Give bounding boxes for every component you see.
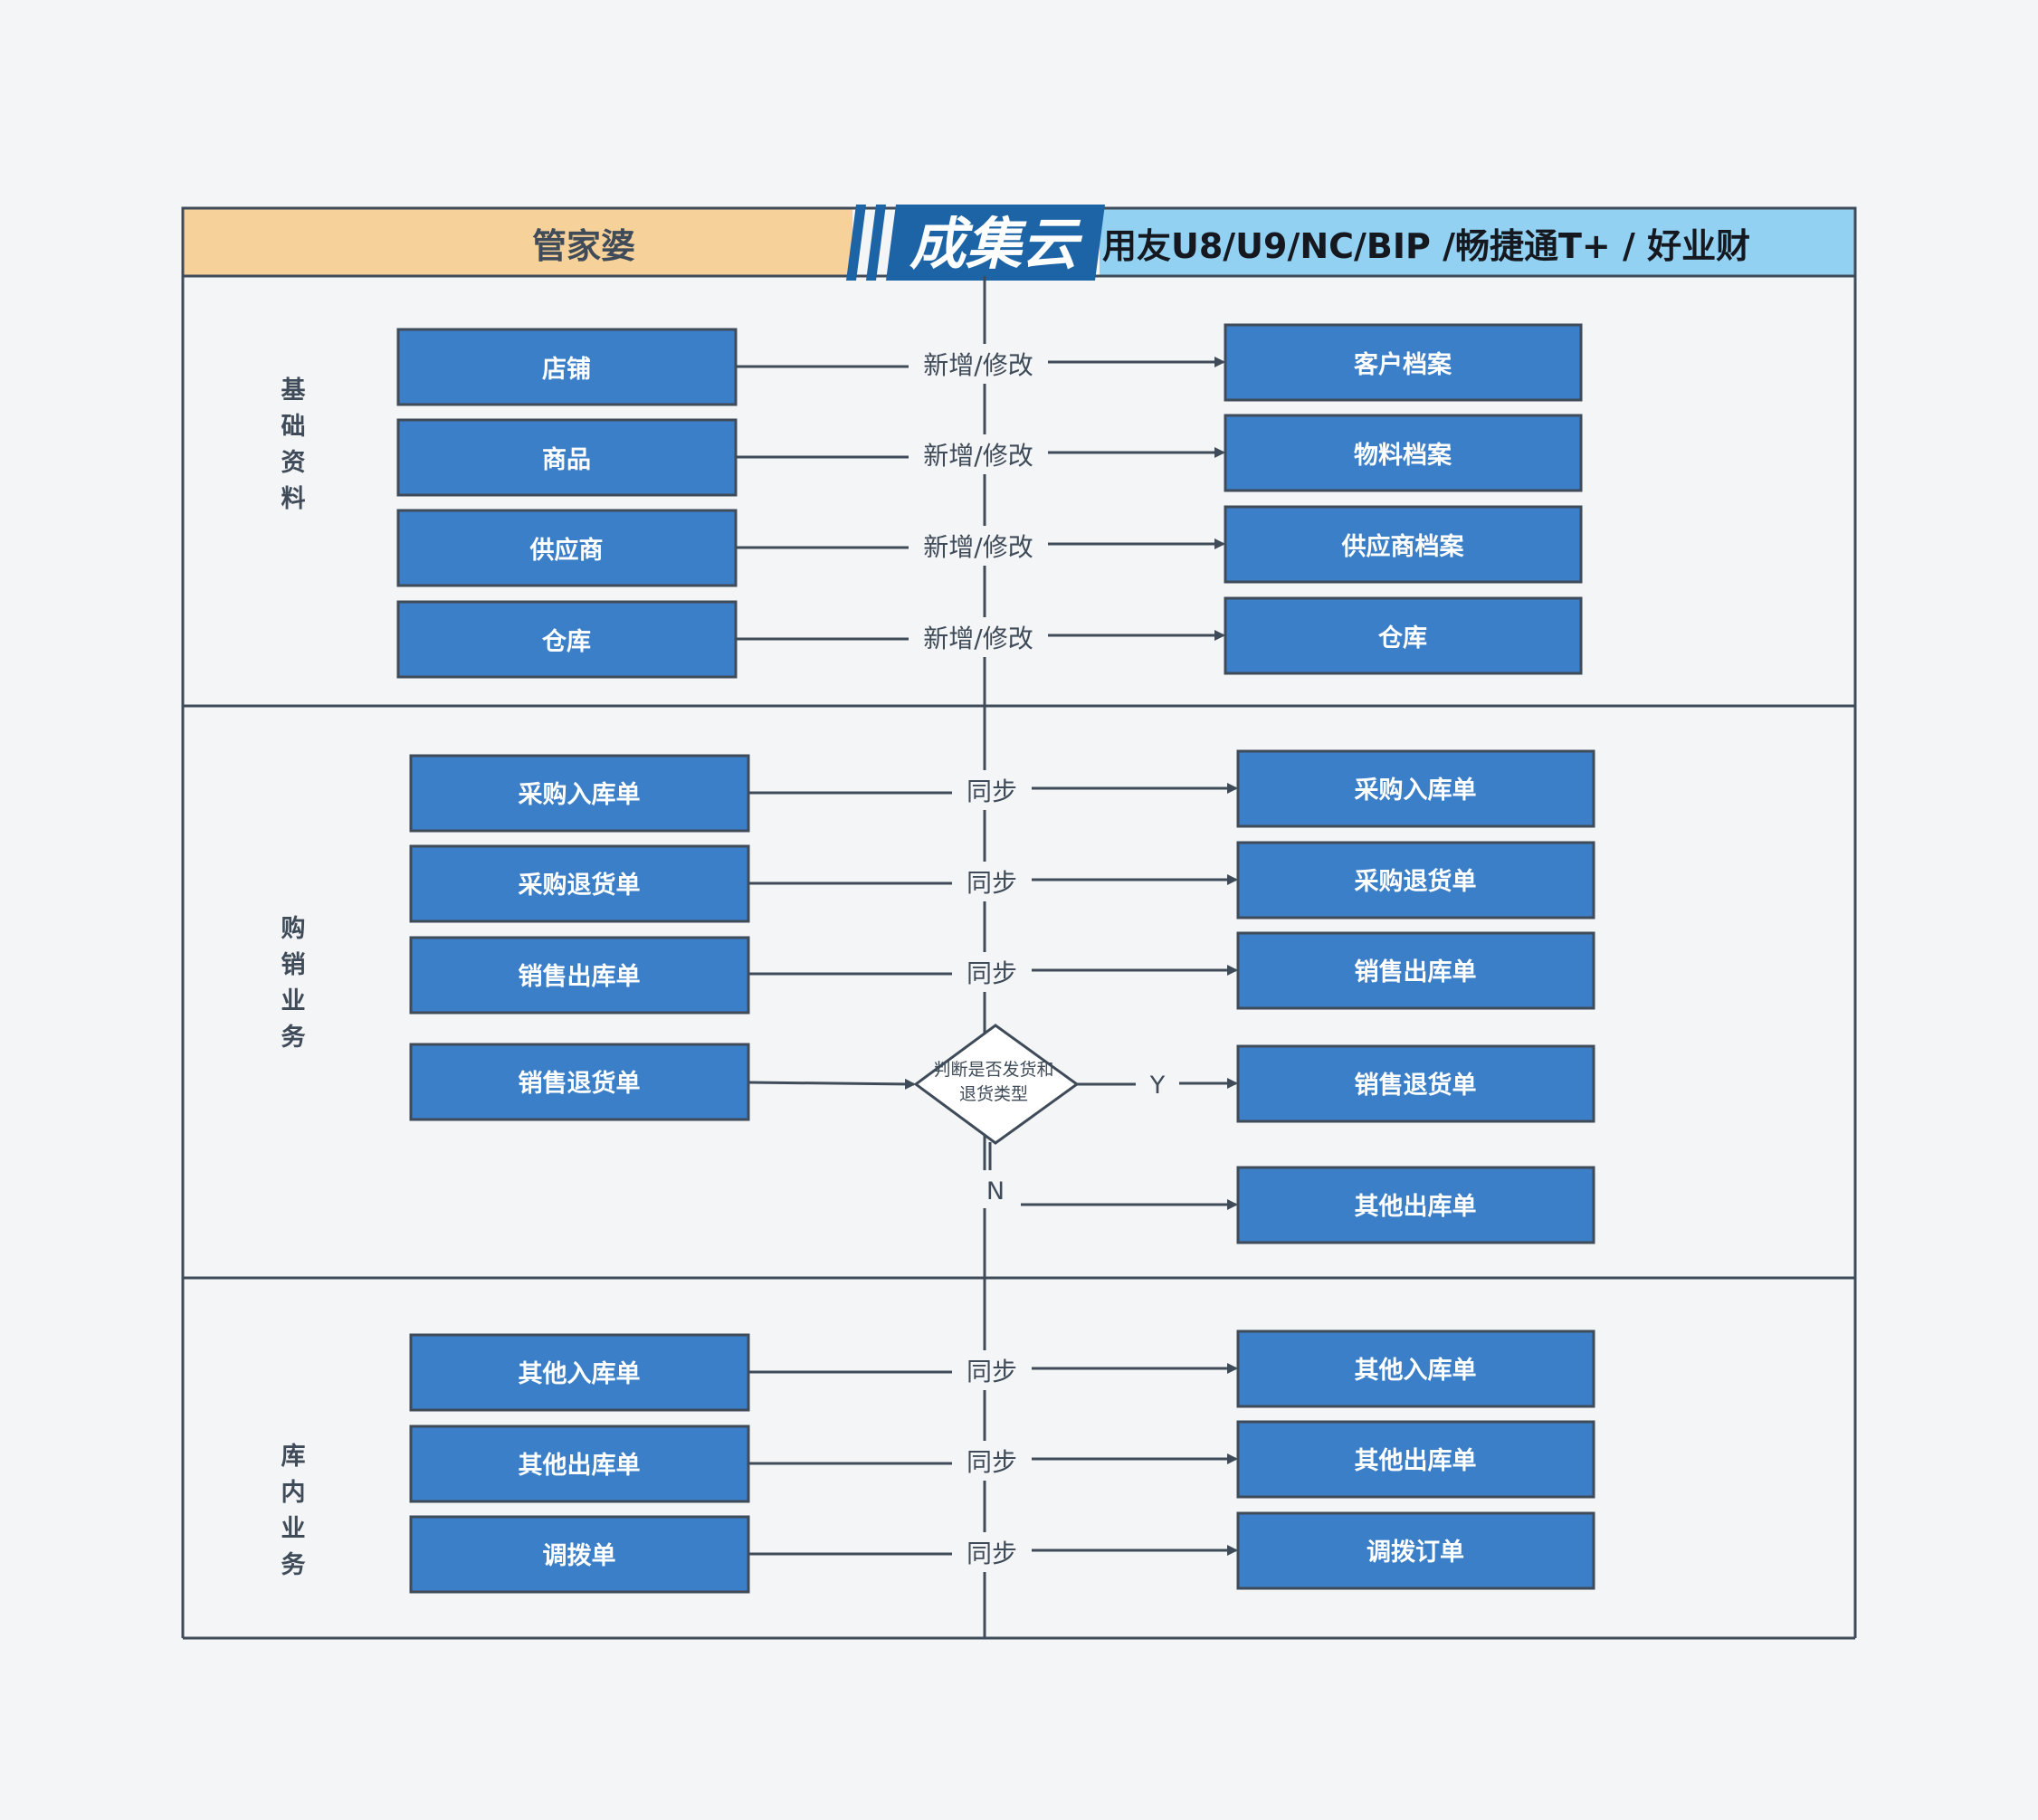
source-box-label: 店铺 [542,356,591,384]
header: 管家婆 成集云 用友U8/U9/NC/BIP /畅捷通T+ / 好业财 [181,205,1857,281]
connector-arrow [748,1078,916,1090]
source-box-label: 仓库 [541,628,591,656]
source-box-label: 调拨单 [543,1542,616,1570]
target-box[interactable] [1224,414,1583,492]
action-label: 同步 [967,777,1017,806]
source-box-label: 供应商 [529,536,604,565]
action-label: 新增/修改 [923,532,1033,562]
source-box-label: 商品 [542,446,591,474]
source-box-label: 采购退货单 [519,871,641,900]
flow-row: 调拨单 同步 调拨订单 [409,1511,1595,1594]
action-label-bg [952,1441,1032,1481]
flow-row: 商品 新增/修改 物料档案 [396,414,1583,497]
section-label-purchase-sales: 购销业务 [281,915,306,1052]
yes-label: Y [1149,1072,1166,1100]
source-box[interactable] [409,1333,750,1412]
action-label-bg [952,952,1032,992]
decision-question: 判断是否发货和 [933,1060,1053,1080]
target-box[interactable] [1236,1044,1595,1123]
section-label-inventory: 库内业务 [281,1443,306,1579]
target-box-label: 采购入库单 [1355,777,1477,805]
action-label-bg [909,617,1048,657]
source-box-label: 其他出库单 [519,1452,641,1480]
decision-question: 退货类型 [959,1084,1028,1104]
flow-row: 采购退货单 同步 采购退货单 [409,841,1595,923]
target-box-label: 采购退货单 [1355,867,1477,896]
target-box-label: 仓库 [1377,624,1427,653]
flow-row: 其他入库单 同步 其他入库单 [409,1329,1595,1412]
target-box-label: 客户档案 [1354,350,1452,379]
flow-row: 店铺 新增/修改 客户档案 [396,323,1583,406]
flow-row: 其他出库单 同步 其他出库单 [409,1420,1595,1503]
logo-stripe-2 [866,205,886,281]
action-label: 同步 [967,1539,1017,1568]
action-label: 新增/修改 [923,441,1033,471]
target-box[interactable] [1236,1329,1595,1408]
target-box-label: 物料档案 [1354,441,1452,470]
target-box[interactable] [1224,323,1583,402]
source-box[interactable] [409,1515,750,1594]
action-label-bg [909,526,1048,566]
target-box[interactable] [1236,841,1595,920]
no-label: N [986,1177,1005,1205]
target-box[interactable] [1236,749,1595,828]
source-box[interactable] [409,936,750,1015]
no-label-bg [977,1170,1014,1208]
source-box-label: 采购入库单 [519,781,641,809]
logo-text: 成集云 [909,211,1083,277]
source-box[interactable] [396,509,738,587]
action-label-bg [909,344,1048,384]
header-left-band [183,208,852,276]
header-left-title: 管家婆 [532,226,635,266]
target-box-label: 销售退货单 [1355,1071,1477,1100]
target-box[interactable] [1236,931,1595,1010]
target-box[interactable] [1224,505,1583,584]
action-label: 同步 [967,1357,1017,1386]
header-right-band [1100,208,1855,276]
target-box-label: 调拨订单 [1367,1539,1464,1567]
flow-row: 销售出库单 同步 销售出库单 [409,931,1595,1015]
target-box-label: 供应商档案 [1341,532,1465,561]
section-labels: 基础资料 购销业务 库内业务 [281,376,307,1579]
action-label: 同步 [967,868,1017,898]
source-box-label: 销售退货单 [519,1069,641,1098]
source-box[interactable] [409,1425,750,1503]
target-box[interactable] [1236,1511,1595,1590]
decision-flow: 销售退货单 判断是否发货和 退货类型 Y 销售退货单 N 其他出库单 [409,1024,1595,1244]
action-label: 新增/修改 [923,624,1033,653]
action-label-bg [952,862,1032,901]
action-label: 同步 [967,1447,1017,1477]
target-box-label: 其他出库单 [1355,1447,1477,1475]
header-right-title: 用友U8/U9/NC/BIP /畅捷通T+ / 好业财 [1102,226,1750,266]
target-box-label: 其他出库单 [1355,1193,1477,1221]
flow-row: 供应商 新增/修改 供应商档案 [396,505,1583,587]
flow-row: 采购入库单 同步 采购入库单 [409,749,1595,833]
action-label: 新增/修改 [923,350,1033,380]
section-label-basic: 基础资料 [281,376,307,513]
target-box[interactable] [1236,1420,1595,1499]
target-box[interactable] [1236,1166,1595,1244]
source-box[interactable] [409,1043,750,1121]
action-label: 同步 [967,958,1017,988]
yes-label-bg [1139,1065,1176,1103]
decision-diamond[interactable] [913,1024,1080,1145]
logo-stripe-1 [846,205,866,281]
action-label-bg [952,1532,1032,1572]
source-box[interactable] [409,844,750,923]
action-label-bg [909,434,1048,474]
action-label-bg [952,1350,1032,1390]
logo-badge [886,205,1105,281]
target-box-label: 销售出库单 [1355,958,1477,986]
target-box-label: 其他入库单 [1355,1357,1477,1385]
flow-row: 仓库 新增/修改 仓库 [396,596,1583,679]
source-box-label: 销售出库单 [519,962,641,991]
source-box-label: 其他入库单 [519,1360,641,1388]
action-label-bg [952,770,1032,810]
target-box[interactable] [1224,596,1583,675]
